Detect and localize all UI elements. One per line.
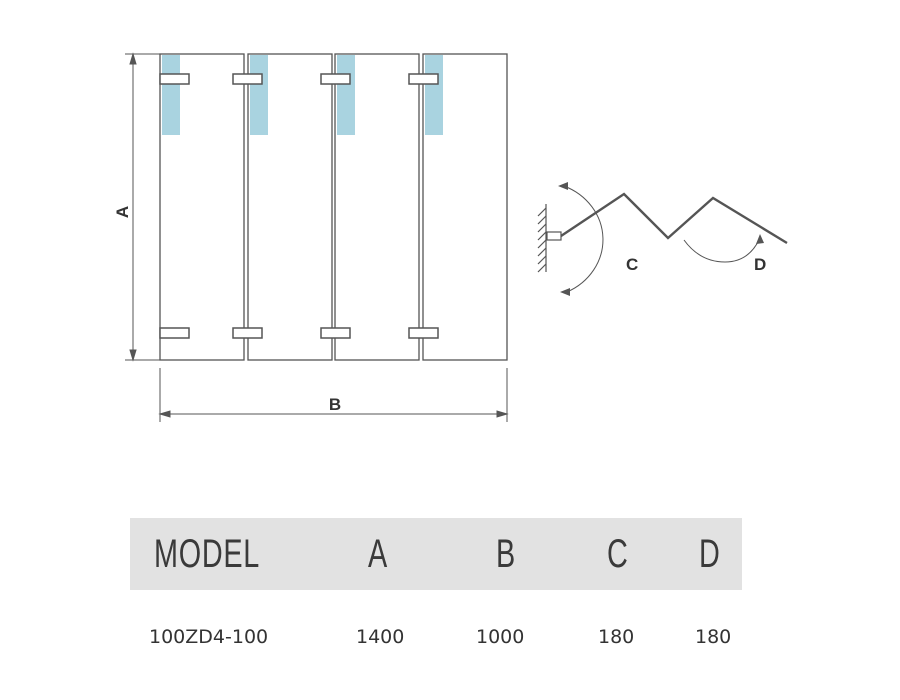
hinge-bottom-1 (159, 327, 190, 339)
angle-c-label: C (626, 255, 638, 274)
panel-2 (247, 53, 333, 361)
hinge-bottom-2 (232, 327, 263, 339)
header-c: C (607, 532, 629, 576)
header-b: B (496, 532, 516, 576)
hinge-bottom-4 (408, 327, 439, 339)
wall-bracket (546, 231, 562, 241)
dimension-b (158, 368, 509, 422)
cell-a: 1400 (356, 626, 405, 648)
panel-3-highlight (337, 55, 355, 135)
cell-b: 1000 (476, 626, 525, 648)
angle-c-arc (558, 182, 604, 296)
wall-hatch (537, 204, 547, 273)
hinge-top-4 (408, 73, 439, 85)
panel-2-highlight (250, 55, 268, 135)
panel-4 (422, 53, 508, 361)
panel-1 (159, 53, 245, 361)
hinge-top-3 (320, 73, 351, 85)
header-a: A (368, 532, 388, 576)
dimension-a-label: A (113, 206, 132, 218)
dimension-a (125, 52, 160, 362)
panel-4-highlight (425, 55, 443, 135)
hinge-top-1 (159, 73, 190, 85)
angle-d-label: D (754, 255, 766, 274)
hinges (159, 73, 439, 339)
angle-d-arc (683, 234, 764, 263)
hinge-bottom-3 (320, 327, 351, 339)
header-model: MODEL (154, 532, 261, 576)
glass-highlights (162, 55, 443, 135)
dimension-b-label: B (329, 395, 341, 414)
panel-3 (334, 53, 420, 361)
cell-d: 180 (695, 626, 732, 648)
header-d: D (699, 532, 721, 576)
spec-table-header (130, 518, 742, 590)
cell-c: 180 (598, 626, 635, 648)
cell-model: 100ZD4-100 (149, 626, 269, 648)
folded-panels-top-view (560, 192, 788, 245)
hinge-top-2 (232, 73, 263, 85)
panel-1-highlight (162, 55, 180, 135)
glass-panels (159, 53, 508, 361)
